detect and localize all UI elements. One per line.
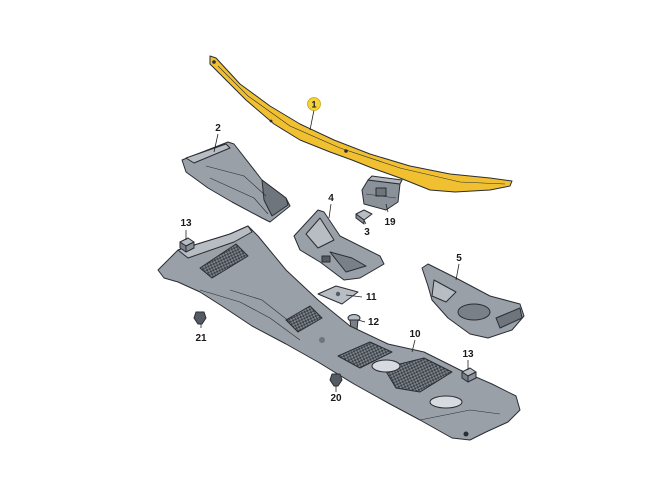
callout-10: 10 [409,329,421,340]
callout-21: 21 [195,333,207,344]
part-10-cowl-panel [157,225,521,441]
part-11-plate [317,285,359,305]
part-3-clip [355,209,373,225]
part-5-side-cover [421,263,525,339]
part-20-clip [329,373,343,387]
part-13-clip-right [461,367,477,383]
callout-11: 11 [366,292,377,303]
callout-1: 1 [307,97,321,111]
callout-1-label: 1 [311,100,316,110]
callout-19: 19 [384,217,396,228]
part-21-clip [193,311,207,325]
callout-3: 3 [364,227,370,238]
callout-5: 5 [456,253,462,264]
part-2-duct [181,141,291,223]
part-4-drain-channel [293,209,385,281]
callout-4: 4 [328,193,334,204]
callout-20: 20 [330,393,342,404]
part-1-seal-strip [209,55,513,193]
callout-13-right: 13 [462,349,474,360]
leader-lines [185,109,469,392]
part-13-clip-left [179,237,195,253]
callout-2: 2 [215,123,221,134]
callout-12: 12 [368,317,380,328]
callout-13-left: 13 [180,218,192,229]
part-19-bracket [361,175,403,211]
